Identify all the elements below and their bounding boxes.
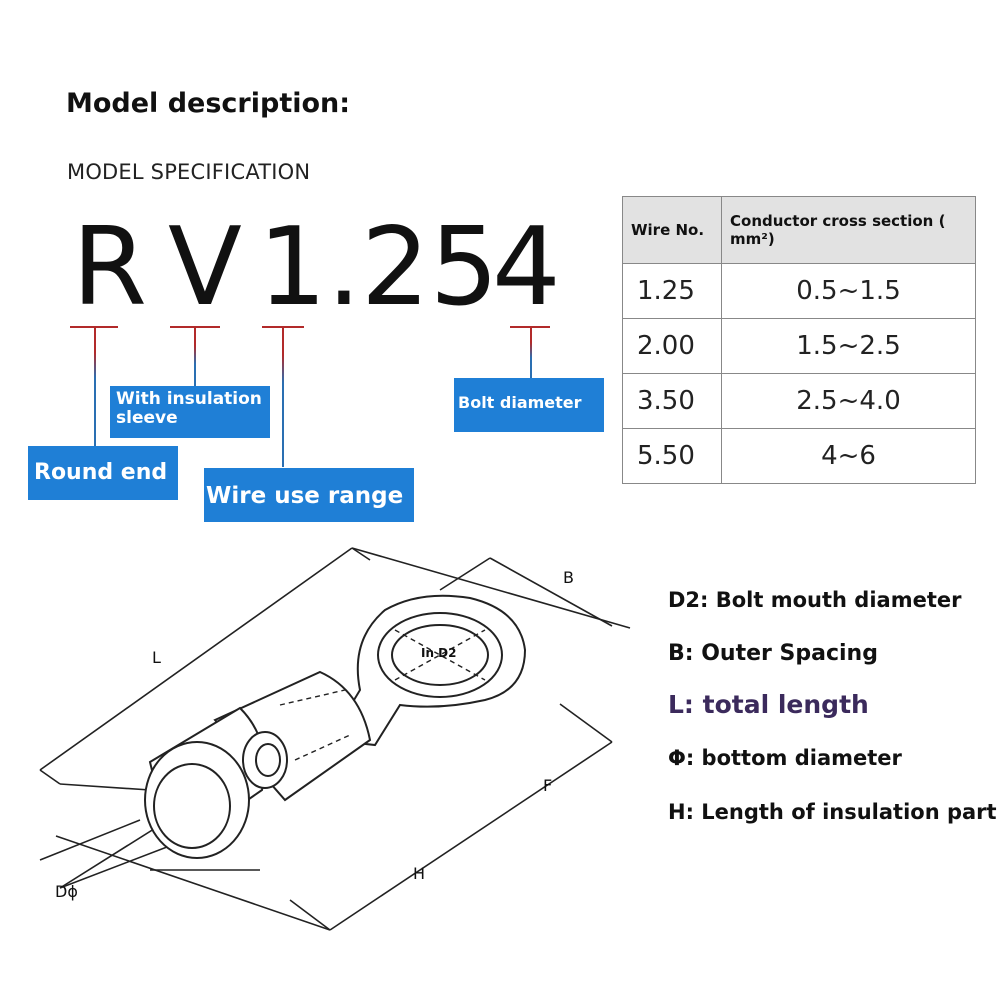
legend-d2: D2: Bolt mouth diameter	[668, 588, 962, 612]
legend-b: B: Outer Spacing	[668, 641, 878, 666]
callout-insulation-sleeve: With insulation sleeve	[110, 386, 270, 438]
wire-no-cell: 1.25	[622, 263, 722, 319]
table-header-row: Wire No. Conductor cross section ( mm²)	[622, 196, 976, 264]
legend-phi: Φ: bottom diameter	[668, 746, 902, 770]
dim-label-f: F	[543, 776, 553, 795]
table-row: 5.50 4~6	[622, 428, 976, 484]
legend-h: H: Length of insulation part	[668, 800, 997, 824]
model-code-v: V	[168, 205, 242, 330]
cross-section-cell: 4~6	[721, 428, 976, 484]
dim-label-in-d2: In D2	[421, 646, 457, 660]
stem-size	[282, 327, 284, 467]
header-wire-no: Wire No.	[622, 196, 722, 264]
table-row: 1.25 0.5~1.5	[622, 263, 976, 319]
wire-no-cell: 3.50	[622, 373, 722, 429]
page-title: Model description:	[66, 88, 351, 119]
callout-wire-range: Wire use range	[204, 468, 414, 522]
cross-section-cell: 1.5~2.5	[721, 318, 976, 374]
dim-label-h: H	[413, 864, 426, 883]
dim-label-b: B	[563, 568, 574, 587]
wire-no-cell: 2.00	[622, 318, 722, 374]
wire-no-cell: 5.50	[622, 428, 722, 484]
page-subtitle: MODEL SPECIFICATION	[67, 160, 311, 184]
legend-l: L: total length	[668, 690, 869, 719]
model-code-bolt: 4	[492, 205, 561, 330]
cross-section-cell: 0.5~1.5	[721, 263, 976, 319]
header-cross-section: Conductor cross section ( mm²)	[721, 196, 976, 264]
callout-bolt-diameter: Bolt diameter	[454, 378, 604, 432]
stem-r	[94, 327, 96, 455]
stem-v	[194, 327, 196, 389]
callout-round-end: Round end	[28, 446, 178, 500]
cross-section-cell: 2.5~4.0	[721, 373, 976, 429]
dim-label-dphi: Dϕ	[55, 882, 78, 901]
stem-bolt	[530, 327, 532, 379]
table-row: 2.00 1.5~2.5	[622, 318, 976, 374]
model-code-r: R	[72, 205, 148, 330]
table-row: 3.50 2.5~4.0	[622, 373, 976, 429]
spec-table: Wire No. Conductor cross section ( mm²) …	[622, 196, 976, 484]
dim-label-l: L	[152, 648, 161, 667]
model-code-size: 1.25	[258, 205, 499, 330]
ring-terminal-diagram	[39, 547, 631, 931]
